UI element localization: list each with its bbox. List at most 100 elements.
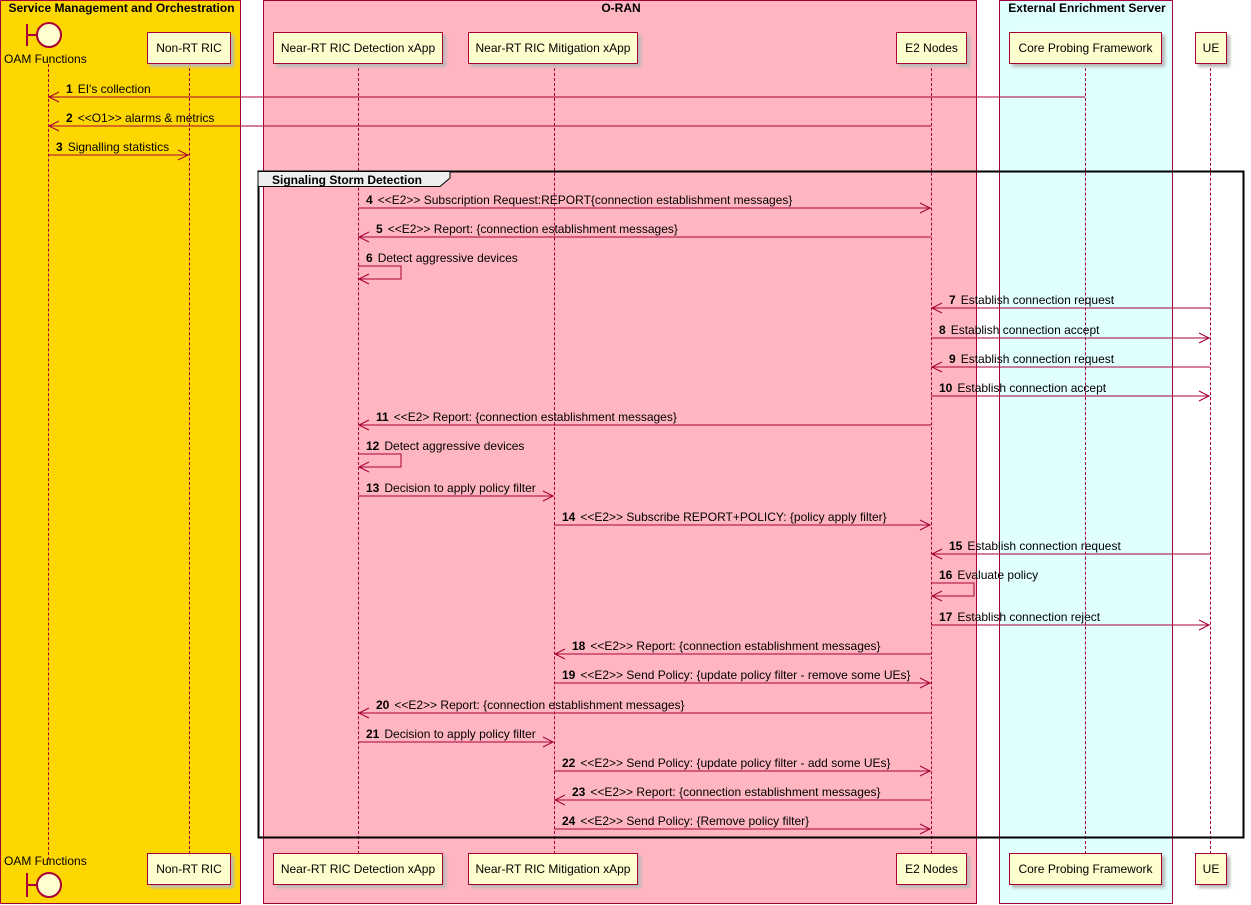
message-text: <<E2> Report: {connection establishment … [394, 410, 677, 424]
message-2: 2 <<O1>> alarms & metrics [47, 111, 931, 132]
message-number: 23 [572, 785, 586, 799]
lifeline-oam [48, 64, 49, 860]
message-8: 8 Establish connection accept [931, 323, 1211, 344]
message-text: <<E2>> Report: {connection establishment… [590, 639, 880, 653]
fragment-label: Signaling Storm Detection [272, 173, 422, 187]
message-number: 7 [949, 293, 956, 307]
message-15: 15 Establish connection request [930, 539, 1210, 560]
arrow-head-icon [553, 794, 566, 806]
message-19: 19<<E2>> Send Policy: {update policy fil… [554, 668, 932, 689]
oam-label-top: OAM Functions [4, 52, 87, 66]
message-number: 11 [376, 410, 389, 424]
message-text: <<O1>> alarms & metrics [78, 111, 215, 125]
message-label-19: 19<<E2>> Send Policy: {update policy fil… [562, 668, 911, 682]
message-label-6: 6 Detect aggressive devices [366, 251, 518, 265]
message-number: 15 [949, 539, 963, 553]
message-number: 6 [366, 251, 373, 265]
arrow-head-icon [542, 736, 555, 748]
arrow-head-icon [542, 490, 555, 502]
message-label-8: 8 Establish connection accept [939, 323, 1100, 337]
message-text: EI's collection [78, 82, 151, 96]
message-23: 23<<E2>> Report: {connection establishme… [553, 785, 931, 806]
lifeline-e2 [931, 63, 932, 854]
message-number: 4 [366, 193, 373, 207]
message-text: Establish connection accept [951, 323, 1100, 337]
message-text: <<E2>> Subscribe REPORT+POLICY: {policy … [580, 510, 886, 524]
message-label-2: 2 <<O1>> alarms & metrics [66, 111, 214, 125]
message-5: 5<<E2>> Report: {connection establishmen… [357, 222, 931, 243]
message-number: 8 [939, 323, 946, 337]
message-13: 13 Decision to apply policy filter [358, 481, 555, 502]
participant-ue-top: UE [1195, 32, 1227, 64]
message-number: 2 [66, 111, 73, 125]
arrow-head-icon [177, 149, 190, 161]
message-18: 18<<E2>> Report: {connection establishme… [553, 639, 931, 660]
message-number: 21 [366, 727, 380, 741]
message-number: 19 [562, 668, 576, 682]
message-text: <<E2>> Send Policy: {Remove policy filte… [580, 814, 809, 828]
message-number: 5 [376, 222, 383, 236]
arrow-head-icon [919, 823, 932, 835]
arrow-head-icon [930, 361, 943, 373]
oam-actor-icon-bottom [26, 872, 62, 898]
group-smo-title: Service Management and Orchestration [8, 1, 235, 15]
arrow-head-icon [930, 548, 943, 560]
message-label-15: 15 Establish connection request [949, 539, 1121, 553]
message-label-5: 5<<E2>> Report: {connection establishmen… [376, 222, 678, 236]
oam-actor-icon [26, 22, 62, 48]
message-text: Establish connection reject [957, 610, 1100, 624]
message-text: <<E2>> Subscription Request:REPORT{conne… [378, 193, 793, 207]
message-number: 17 [939, 610, 953, 624]
message-4: 4 <<E2>> Subscription Request:REPORT{conn… [358, 193, 932, 214]
message-text: <<E2>> Report: {connection establishment… [394, 698, 684, 712]
message-text: Detect aggressive devices [378, 251, 518, 265]
participant-cpf-bottom: Core Probing Framework [1009, 853, 1162, 885]
message-text: Establish connection request [961, 293, 1115, 307]
message-17: 17 Establish connection reject [931, 610, 1211, 631]
arrow-head-icon [919, 677, 932, 689]
message-text: Establish connection request [967, 539, 1121, 553]
arrow-head-icon [1198, 390, 1211, 402]
lifeline-nonrt [189, 63, 190, 854]
message-line-16 [931, 582, 975, 597]
message-7: 7 Establish connection request [930, 293, 1210, 314]
group-smo: Service Management and Orchestration [0, 0, 241, 904]
message-14: 14<<E2>> Subscribe REPORT+POLICY: {polic… [554, 510, 932, 531]
message-number: 13 [366, 481, 380, 495]
message-label-23: 23<<E2>> Report: {connection establishme… [572, 785, 881, 799]
arrow-head-icon [357, 461, 370, 473]
message-label-20: 20<<E2>> Report: {connection establishme… [376, 698, 685, 712]
lifeline-cpf [1085, 63, 1086, 854]
participant-e2-bottom: E2 Nodes [896, 853, 967, 885]
participant-ue-bottom: UE [1195, 853, 1227, 885]
message-number: 12 [366, 439, 380, 453]
lifeline-mitig [554, 63, 555, 854]
message-label-14: 14<<E2>> Subscribe REPORT+POLICY: {polic… [562, 510, 887, 524]
message-label-11: 11 <<E2> Report: {connection establishmen… [376, 410, 677, 424]
message-label-13: 13 Decision to apply policy filter [366, 481, 536, 495]
arrow-head-icon [930, 302, 943, 314]
message-text: Decision to apply policy filter [384, 481, 535, 495]
message-label-7: 7 Establish connection request [949, 293, 1115, 307]
message-24: 24<<E2>> Send Policy: {Remove policy fil… [554, 814, 932, 835]
participant-nonrt-top: Non-RT RIC [147, 32, 231, 64]
message-number: 10 [939, 381, 953, 395]
participant-mitig-top: Near-RT RIC Mitigation xApp [468, 32, 638, 64]
message-line-6 [358, 265, 402, 280]
arrow-head-icon [47, 120, 60, 132]
participant-cpf-top: Core Probing Framework [1009, 32, 1162, 64]
